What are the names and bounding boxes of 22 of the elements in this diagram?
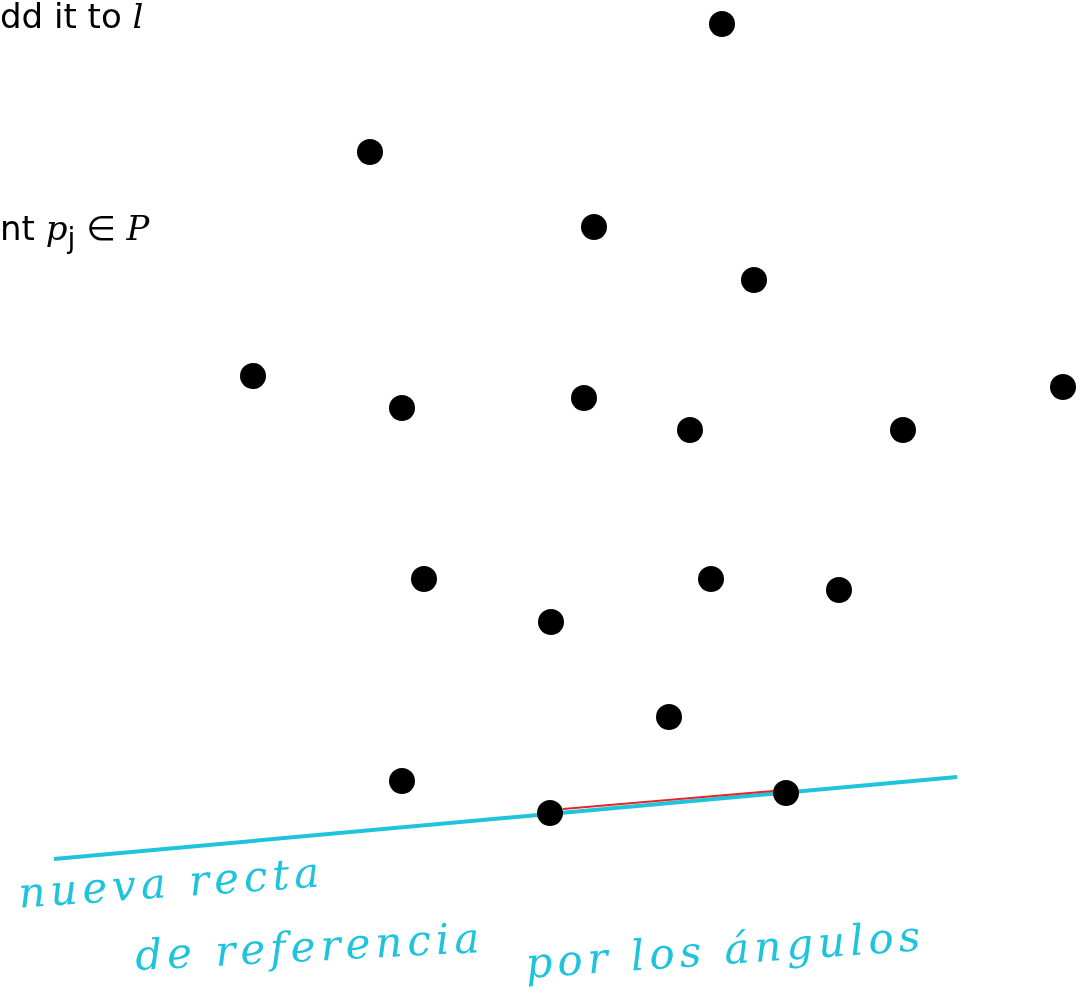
point-dot <box>389 768 415 794</box>
point-dot <box>826 577 852 603</box>
point-dot <box>773 780 799 806</box>
line-segment <box>561 790 775 810</box>
handwritten-note: por los ángulos <box>523 911 927 988</box>
point-dot <box>538 609 564 635</box>
point-dot <box>656 704 682 730</box>
point-dot <box>677 417 703 443</box>
algorithm-text: dd it to l <box>0 0 144 36</box>
point-dot <box>411 566 437 592</box>
algorithm-text: nt p$_{j}$ ∈ P <box>0 208 150 255</box>
point-dot <box>571 385 597 411</box>
point-dot <box>890 417 916 443</box>
point-dot <box>1050 374 1076 400</box>
point-dot <box>698 566 724 592</box>
point-dot <box>741 267 767 293</box>
point-dot <box>709 11 735 37</box>
point-dot <box>389 395 415 421</box>
point-dot <box>357 139 383 165</box>
point-dot <box>240 363 266 389</box>
point-dot <box>581 214 607 240</box>
point-dot <box>537 800 563 826</box>
